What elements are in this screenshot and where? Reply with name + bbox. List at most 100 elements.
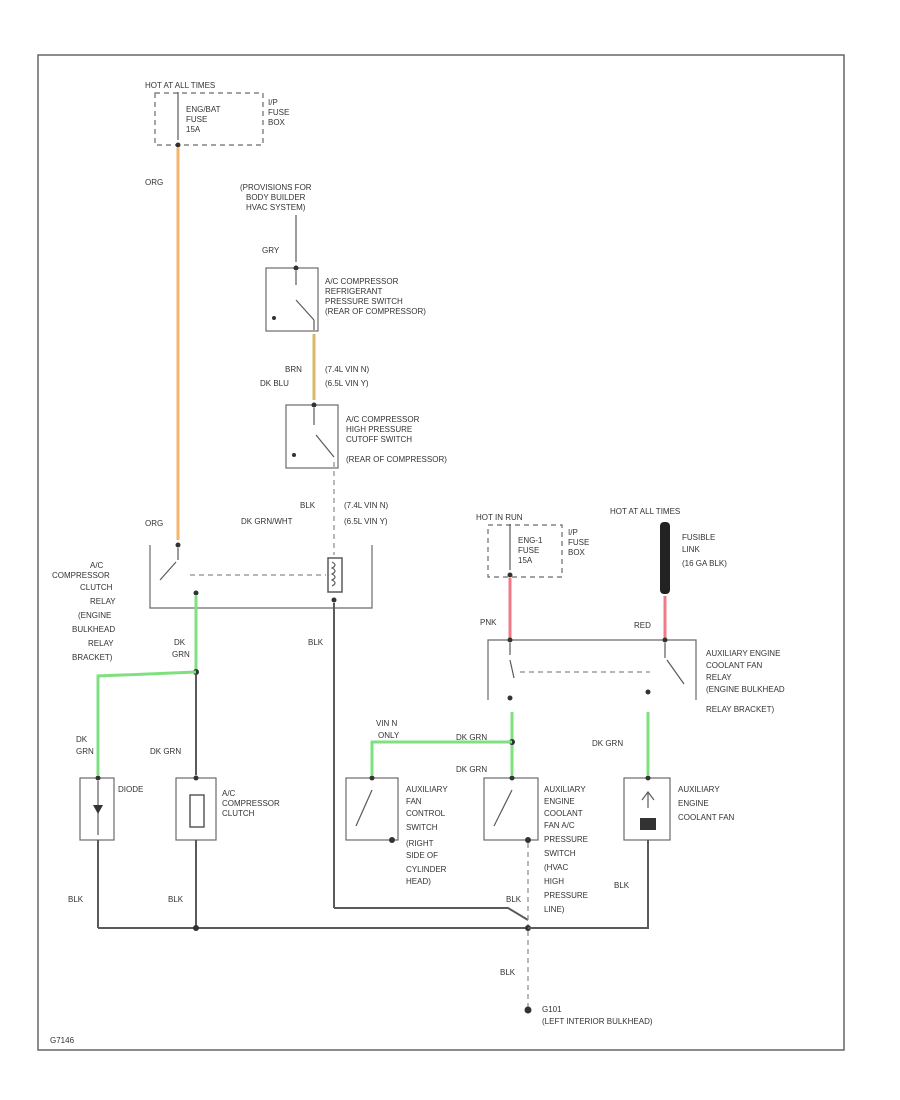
acsw-line1: AUXILIARY	[544, 785, 586, 794]
fan-control-top-terminal	[369, 775, 375, 781]
compressor-clutch-box	[175, 777, 217, 841]
ac-switch-blade	[493, 789, 513, 827]
relay-line6: BULKHEAD	[72, 625, 115, 634]
ip-box-1-line3: BOX	[268, 118, 286, 127]
label-hot-at-all-times-2: HOT AT ALL TIMES	[610, 507, 680, 516]
aux-relay-switch-blade	[666, 659, 685, 685]
ip-fuse-box-1	[154, 92, 264, 146]
clutch-top-terminal	[193, 775, 199, 781]
wire-fan-ground	[528, 840, 649, 929]
provisions-line2: BODY BUILDER	[246, 193, 306, 202]
fuse-1-line1: ENG/BAT	[186, 105, 221, 114]
aux-relay-line2: COOLANT FAN	[706, 661, 763, 670]
label-hot-in-run: HOT IN RUN	[476, 513, 523, 522]
aux-relay-line5: RELAY BRACKET)	[706, 705, 775, 714]
refrig-switch-blade	[295, 299, 315, 321]
fuse-2-terminal	[507, 572, 513, 578]
provisions-line1: (PROVISIONS FOR	[240, 183, 312, 192]
acsw-line10: LINE)	[544, 905, 565, 914]
fuse-1-line2: FUSE	[186, 115, 207, 124]
fanctrl-line5: (RIGHT	[406, 839, 434, 848]
fanctrl-line7: CYLINDER	[406, 865, 447, 874]
ground-splice-clutch	[193, 925, 199, 931]
acsw-line7: (HVAC	[544, 863, 569, 872]
relay-line2: COMPRESSOR	[52, 571, 110, 580]
label-74-1: (7.4L VIN N)	[325, 365, 369, 374]
wire-to-diode	[96, 670, 197, 775]
label-dk-grn-3: DK GRN	[150, 747, 181, 756]
label-org-top: ORG	[145, 178, 163, 187]
label-dk-1: DK	[174, 638, 186, 647]
ip-box-2-line2: FUSE	[568, 538, 589, 547]
fusible-line3: (16 GA BLK)	[682, 559, 727, 568]
hp-line1: A/C COMPRESSOR	[346, 415, 420, 424]
acsw-line9: PRESSURE	[544, 891, 588, 900]
fanctrl-line3: CONTROL	[406, 809, 446, 818]
label-pnk: PNK	[480, 618, 497, 627]
label-gry: GRY	[262, 246, 280, 255]
label-blk-2: BLK	[308, 638, 324, 647]
ground-wire-relay	[334, 907, 529, 921]
relay-coil	[327, 557, 343, 593]
label-blk-7: BLK	[500, 968, 516, 977]
refrig-pivot	[272, 316, 276, 320]
clutch-line2: COMPRESSOR	[222, 799, 280, 808]
aux-relay-coil-lead	[509, 659, 515, 679]
label-blk-5: BLK	[506, 895, 522, 904]
refrig-top-terminal	[293, 265, 299, 271]
acsw-line3: COOLANT	[544, 809, 583, 818]
label-blk-4: BLK	[168, 895, 184, 904]
label-grn-2: GRN	[76, 747, 94, 756]
high-pressure-switch-box	[285, 404, 339, 469]
hp-line4: (REAR OF COMPRESSOR)	[346, 455, 447, 464]
relay-line7: RELAY	[88, 639, 114, 648]
diagram-frame	[37, 54, 845, 1051]
label-blk-1: BLK	[300, 501, 316, 510]
fan-line1: AUXILIARY	[678, 785, 720, 794]
relay-line1: A/C	[90, 561, 104, 570]
ip-box-2-line3: BOX	[568, 548, 586, 557]
label-dk-2: DK	[76, 735, 88, 744]
label-dk-grn-5: DK GRN	[456, 765, 487, 774]
hp-pivot	[292, 453, 296, 457]
fuse-1-line3: 15A	[186, 125, 201, 134]
relay-switch-terminal	[175, 542, 181, 548]
aux-fan-ac-pressure-switch-box	[483, 777, 539, 841]
acsw-line6: SWITCH	[544, 849, 576, 858]
refrig-line1: A/C COMPRESSOR	[325, 277, 399, 286]
acsw-line8: HIGH	[544, 877, 564, 886]
relay-coil-terminal	[331, 597, 337, 603]
clutch-line1: A/C	[222, 789, 236, 798]
ground-g101	[524, 1006, 532, 1014]
fanctrl-line2: FAN	[406, 797, 422, 806]
clutch-coil-symbol	[189, 794, 205, 828]
fuse-2-line3: 15A	[518, 556, 533, 565]
acsw-line4: FAN A/C	[544, 821, 575, 830]
refrig-line3: PRESSURE SWITCH	[325, 297, 403, 306]
label-dk-grn-4: DK GRN	[456, 733, 487, 742]
hp-top-terminal	[311, 402, 317, 408]
fusible-line2: LINK	[682, 545, 700, 554]
label-dk-blu: DK BLU	[260, 379, 289, 388]
fan-motor-symbol	[640, 818, 656, 830]
label-dk-grn-wht: DK GRN/WHT	[241, 517, 293, 526]
fuse-1-terminal	[175, 142, 181, 148]
fanctrl-line8: HEAD)	[406, 877, 431, 886]
vin-n-line1: VIN N	[376, 719, 398, 728]
aux-relay-terminal-right	[662, 637, 668, 643]
fuse-2-line2: FUSE	[518, 546, 539, 555]
ip-fuse-box-2	[487, 524, 563, 578]
hp-switch-blade	[315, 434, 335, 458]
aux-coolant-fan-box	[623, 777, 671, 841]
aux-fan-control-switch-box	[345, 777, 399, 841]
ip-box-1-line1: I/P	[268, 98, 278, 107]
aux-relay-line4: (ENGINE BULKHEAD	[706, 685, 785, 694]
label-grn-1: GRN	[172, 650, 190, 659]
ground-line1: G101	[542, 1005, 562, 1014]
label-hot-at-all-times-1: HOT AT ALL TIMES	[145, 81, 215, 90]
fan-line3: COOLANT FAN	[678, 813, 735, 822]
label-diode: DIODE	[118, 785, 143, 794]
relay-line3: CLUTCH	[80, 583, 113, 592]
relay-output-terminal	[193, 590, 199, 596]
refrig-line4: (REAR OF COMPRESSOR)	[325, 307, 426, 316]
